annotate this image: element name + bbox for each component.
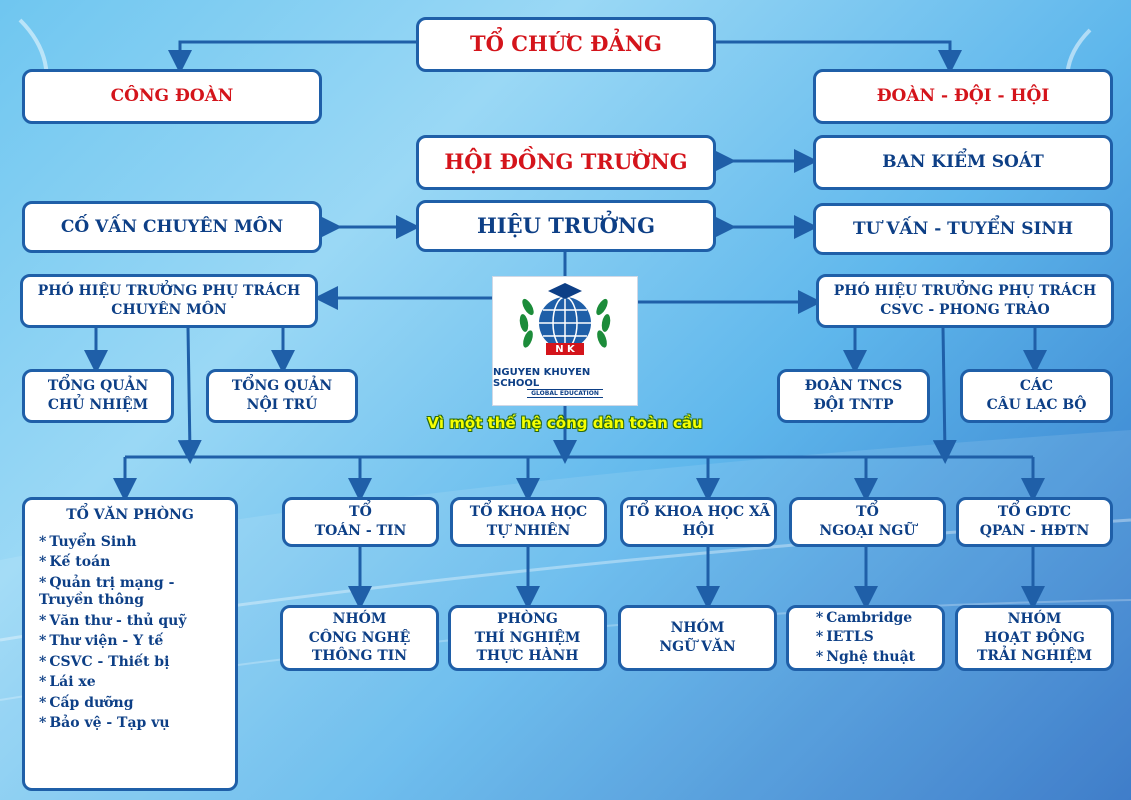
to-van-phong-item: *Lái xe bbox=[39, 674, 187, 692]
node-doan-doi-hoi: ĐOÀN - ĐỘI - HỘI bbox=[813, 69, 1113, 124]
globe-laurel-icon bbox=[519, 283, 611, 355]
ngoai-ngu-item: *IETLS bbox=[816, 628, 915, 648]
to-van-phong-item-label: Tuyển Sinh bbox=[49, 533, 137, 550]
logo-subtitle: GLOBAL EDUCATION bbox=[527, 389, 603, 398]
to-van-phong-list: *Tuyển Sinh*Kế toán*Quản trị mạng - Truy… bbox=[39, 531, 187, 736]
to-van-phong-item: *Quản trị mạng - Truyền thông bbox=[39, 575, 187, 610]
node-tu-van-tuyen-sinh: TƯ VẤN - TUYỂN SINH bbox=[813, 203, 1113, 255]
node-to-khxh: TỔ KHOA HỌC XÃ HỘI bbox=[620, 497, 777, 547]
to-van-phong-item-label: Quản trị mạng - Truyền thông bbox=[39, 574, 175, 609]
to-van-phong-item-label: CSVC - Thiết bị bbox=[49, 653, 170, 670]
bullet-star-icon: * bbox=[815, 609, 824, 626]
node-tong-quan-chu-nhiem: TỔNG QUẢN CHỦ NHIỆM bbox=[22, 369, 174, 423]
node-doan-tncs: ĐOÀN TNCS ĐỘI TNTP bbox=[777, 369, 930, 423]
to-van-phong-item-label: Cấp dưỡng bbox=[49, 694, 134, 711]
to-van-phong-item: *Văn thư - thủ quỹ bbox=[39, 613, 187, 631]
node-pht-csvc: PHÓ HIỆU TRƯỞNG PHỤ TRÁCH CSVC - PHONG T… bbox=[816, 274, 1114, 328]
node-nhom-ngu-van: NHÓM NGỮ VĂN bbox=[618, 605, 777, 671]
to-van-phong-item-label: Văn thư - thủ quỹ bbox=[49, 612, 187, 629]
to-van-phong-item: *CSVC - Thiết bị bbox=[39, 654, 187, 672]
to-van-phong-item-label: Lái xe bbox=[49, 674, 96, 691]
ngoai-ngu-item: *Cambridge bbox=[816, 609, 915, 629]
bullet-star-icon: * bbox=[39, 574, 47, 591]
node-tong-quan-noi-tru: TỔNG QUẢN NỘI TRÚ bbox=[206, 369, 358, 423]
bullet-star-icon: * bbox=[815, 629, 824, 646]
bullet-star-icon: * bbox=[815, 648, 824, 665]
to-van-phong-item: *Tuyển Sinh bbox=[39, 534, 187, 552]
node-to-chuc-dang: TỔ CHỨC ĐẢNG bbox=[416, 17, 716, 72]
ngoai-ngu-item-label: Nghệ thuật bbox=[826, 648, 916, 665]
node-to-khtn: TỔ KHOA HỌC TỰ NHIÊN bbox=[450, 497, 607, 547]
bullet-star-icon: * bbox=[39, 533, 47, 550]
node-cac-cau-lac-bo: CÁC CÂU LẠC BỘ bbox=[960, 369, 1113, 423]
bullet-star-icon: * bbox=[39, 694, 47, 711]
bullet-star-icon: * bbox=[39, 674, 47, 691]
bullet-star-icon: * bbox=[39, 653, 47, 670]
to-van-phong-item-label: Bảo vệ - Tạp vụ bbox=[49, 715, 170, 732]
node-nhom-hdtn: NHÓM HOẠT ĐỘNG TRẢI NGHIỆM bbox=[955, 605, 1114, 671]
bullet-star-icon: * bbox=[39, 715, 47, 732]
school-logo: N K NGUYEN KHUYEN SCHOOL GLOBAL EDUCATIO… bbox=[492, 276, 638, 406]
node-to-toan-tin: TỔ TOÁN - TIN bbox=[282, 497, 439, 547]
logo-letters: N K bbox=[555, 344, 575, 355]
node-to-gdtc: TỔ GDTC QPAN - HĐTN bbox=[956, 497, 1113, 547]
node-phong-thi-nghiem: PHÒNG THÍ NGHIỆM THỰC HÀNH bbox=[448, 605, 607, 671]
school-motto: Vì một thế hệ công dân toàn cầu bbox=[427, 414, 703, 432]
ngoai-ngu-item: *Nghệ thuật bbox=[816, 648, 915, 668]
to-van-phong-item-label: Thư viện - Y tế bbox=[49, 633, 164, 650]
logo-school-name: NGUYEN KHUYEN SCHOOL bbox=[493, 367, 591, 389]
node-pht-chuyen-mon: PHÓ HIỆU TRƯỞNG PHỤ TRÁCH CHUYÊN MÔN bbox=[20, 274, 318, 328]
ngoai-ngu-item-label: IETLS bbox=[826, 629, 874, 646]
to-van-phong-title: TỔ VĂN PHÒNG bbox=[66, 507, 194, 523]
node-ngoai-ngu-groups: *Cambridge*IETLS*Nghệ thuật bbox=[786, 605, 945, 671]
node-hoi-dong-truong: HỘI ĐỒNG TRƯỜNG bbox=[416, 135, 716, 190]
to-van-phong-item-label: Kế toán bbox=[49, 554, 111, 571]
bullet-star-icon: * bbox=[39, 554, 47, 571]
to-van-phong-item: *Cấp dưỡng bbox=[39, 695, 187, 713]
to-van-phong-item: *Thư viện - Y tế bbox=[39, 633, 187, 651]
ngoai-ngu-item-label: Cambridge bbox=[826, 609, 913, 626]
bullet-star-icon: * bbox=[39, 612, 47, 629]
node-cong-doan: CÔNG ĐOÀN bbox=[22, 69, 322, 124]
node-co-van-chuyen-mon: CỐ VẤN CHUYÊN MÔN bbox=[22, 201, 322, 253]
node-ban-kiem-soat: BAN KIỂM SOÁT bbox=[813, 135, 1113, 190]
to-van-phong-item: *Bảo vệ - Tạp vụ bbox=[39, 715, 187, 733]
bullet-star-icon: * bbox=[39, 633, 47, 650]
node-to-van-phong: TỔ VĂN PHÒNG *Tuyển Sinh*Kế toán*Quản tr… bbox=[22, 497, 238, 791]
to-van-phong-item: *Kế toán bbox=[39, 554, 187, 572]
ngoai-ngu-list: *Cambridge*IETLS*Nghệ thuật bbox=[816, 609, 915, 668]
node-to-ngoai-ngu: TỔ NGOẠI NGỮ bbox=[789, 497, 946, 547]
node-hieu-truong: HIỆU TRƯỞNG bbox=[416, 200, 716, 252]
node-nhom-cntt: NHÓM CÔNG NGHỆ THÔNG TIN bbox=[280, 605, 439, 671]
